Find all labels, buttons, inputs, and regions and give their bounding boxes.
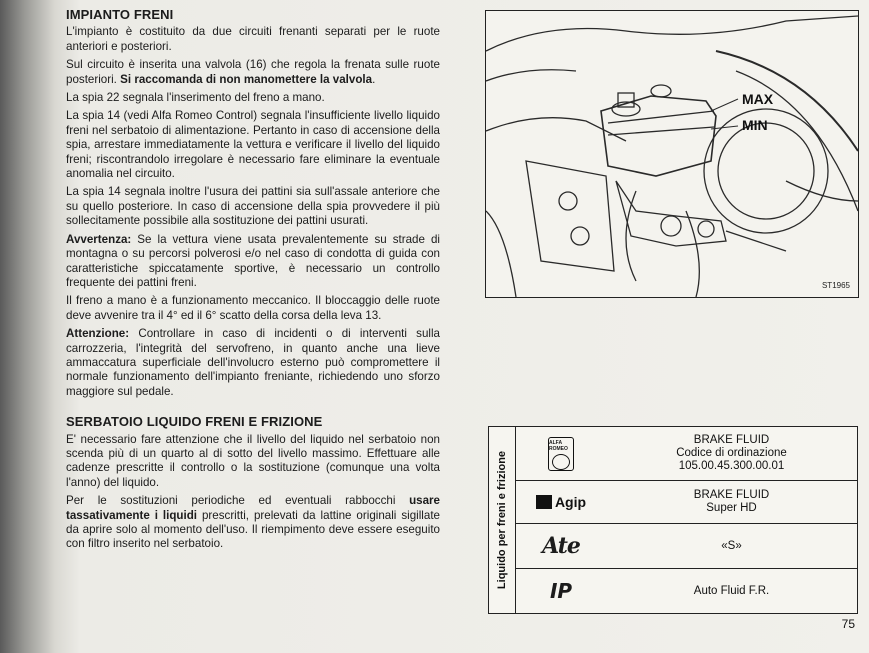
text: prescritti, prelevati da lattine origina… [66, 508, 440, 551]
paragraph: Attenzione: Controllare in caso di incid… [66, 327, 440, 399]
product-cell: BRAKE FLUID Super HD [606, 481, 857, 523]
product-cell: BRAKE FLUID Codice di ordinazione 105.00… [606, 427, 857, 480]
paragraph: Per le sostituzioni periodiche ed eventu… [66, 494, 440, 552]
paragraph: Il freno a mano è a funzionamento meccan… [66, 294, 440, 322]
bold-warning: Si raccomanda di non manomettere la valv… [120, 72, 373, 86]
paragraph: E' necessario fare attenzione che il liv… [66, 432, 440, 489]
attenzione-label: Attenzione: [66, 327, 130, 341]
text: . [372, 72, 376, 86]
brand-cell: Agip [516, 481, 606, 523]
paragraph: Avvertenza: Se la vettura viene usata pr… [66, 233, 440, 291]
avvertenza-label: Avvertenza: [66, 232, 132, 246]
product-name: BRAKE FLUID [693, 489, 770, 501]
product-code: 105.00.45.300.00.01 [678, 460, 785, 472]
max-level-label: MAX [742, 91, 774, 107]
ip-logo: IP [549, 579, 573, 603]
table-row: Ate «S» [516, 524, 857, 569]
figure-code: ST1965 [821, 281, 850, 290]
table-side-label: Liquido per freni e frizione [489, 427, 516, 613]
engine-bay-drawing [486, 15, 858, 297]
side-label-text: Liquido per freni e frizione [496, 450, 508, 590]
brand-cell: ALFA ROMEO [516, 427, 606, 480]
product-cell: Auto Fluid F.R. [606, 569, 857, 613]
paragraph: La spia 14 segnala inoltre l'usura dei p… [66, 185, 440, 228]
brand-cell: Ate [516, 524, 606, 568]
left-text-column: IMPIANTO FRENI L'impianto è costituito d… [66, 7, 440, 556]
ate-logo: Ate [542, 533, 581, 559]
section-title-serbatoio: SERBATOIO LIQUIDO FRENI E FRIZIONE [66, 414, 323, 430]
table-row: IP Auto Fluid F.R. [516, 569, 857, 613]
product-name: «S» [721, 539, 742, 552]
min-level-label: MIN [742, 117, 768, 133]
product-name: BRAKE FLUID [693, 434, 770, 446]
text: Controllare in caso di incidenti o di in… [66, 327, 440, 398]
brand-cell: IP [516, 569, 606, 613]
agip-logo: Agip [554, 494, 587, 510]
paragraph: La spia 22 segnala l'inserimento del fre… [66, 91, 325, 105]
bold-instruction: usare tassativamente i liquidi [66, 494, 440, 522]
alfa-romeo-logo: ALFA ROMEO [548, 436, 574, 471]
text: Sul circuito è inserita una valvola (16)… [66, 58, 440, 86]
agip-dog-icon [535, 495, 552, 509]
section-title-impianto-freni: IMPIANTO FRENI [66, 7, 174, 22]
table-row: ALFA ROMEO BRAKE FLUID Codice di ordinaz… [516, 427, 857, 481]
text: Per le sostituzioni periodiche ed eventu… [66, 494, 410, 508]
alfa-logo-text: ALFA ROMEO [549, 439, 568, 452]
brake-fluid-reservoir-illustration: MAX MIN ST1965 [485, 10, 859, 298]
product-detail: Super HD [706, 502, 757, 514]
alfa-badge-icon [552, 453, 570, 470]
table-row: Agip BRAKE FLUID Super HD [516, 481, 857, 524]
page-number: 75 [841, 617, 855, 631]
product-name: Auto Fluid F.R. [693, 584, 770, 597]
product-cell: «S» [606, 524, 857, 568]
paragraph: L'impianto è costituito da due circuiti … [66, 25, 440, 53]
paragraph: Sul circuito è inserita una valvola (16)… [66, 58, 440, 87]
paragraph: La spia 14 (vedi Alfa Romeo Control) seg… [66, 109, 440, 181]
product-detail: Codice di ordinazione [676, 447, 787, 459]
brake-fluid-table: Liquido per freni e frizione ALFA ROMEO … [488, 426, 858, 614]
text: Se la vettura viene usata prevalentement… [66, 232, 440, 289]
